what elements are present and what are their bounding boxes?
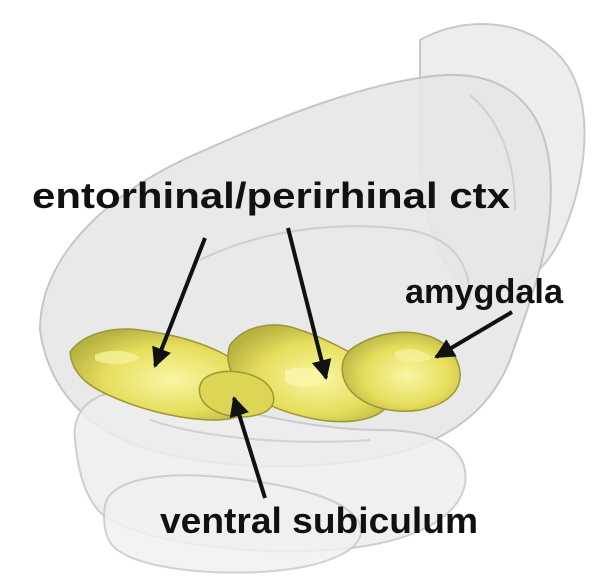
amygdala-label: amygdala (405, 273, 564, 311)
entorhinal-label: entorhinal/perirhinal ctx (32, 175, 510, 216)
ventral-subiculum-label: ventral subiculum (160, 500, 478, 541)
right-region (342, 332, 460, 411)
